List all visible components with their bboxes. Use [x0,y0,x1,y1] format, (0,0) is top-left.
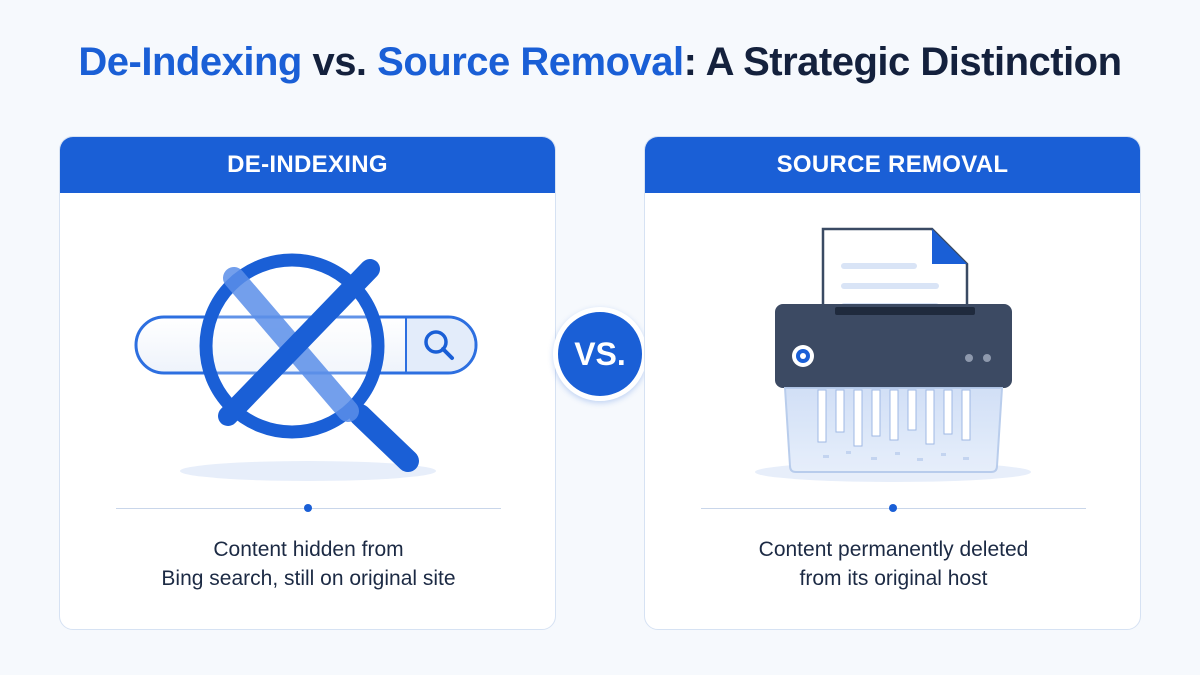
shredded-strips [817,389,971,447]
title-part-source-removal: Source Removal [377,40,684,84]
source-removal-card-header: SOURCE REMOVAL [645,137,1140,193]
power-indicator-icon [792,345,814,367]
deindexing-caption: Content hidden from Bing search, still o… [80,535,537,593]
shredder-body [775,304,1012,388]
source-removal-caption-line1: Content permanently deleted [758,538,1029,561]
source-removal-divider-dot [889,504,897,512]
shredded-bits [823,451,969,461]
small-search-icon [424,330,454,360]
shredder-slot [835,307,975,315]
search-bar-blocked-icon [134,253,478,481]
status-light-2 [983,354,991,362]
source-removal-caption-line2: from its original host [799,567,988,590]
title-part-subtitle: : A Strategic Distinction [683,40,1122,84]
status-light-1 [965,354,973,362]
title-part-deindexing: De-Indexing [78,40,302,84]
deindexing-card-header: DE-INDEXING [60,137,555,193]
shadow-ellipse [180,461,436,481]
source-removal-caption: Content permanently deleted from its ori… [665,535,1122,593]
page-title: De-Indexing vs. Source Removal: A Strate… [0,40,1200,85]
deindexing-divider-dot [304,504,312,512]
deindexing-card: DE-INDEXING Content hidden from [59,136,556,630]
source-removal-card: SOURCE REMOVAL [644,136,1141,630]
vs-badge: VS. [553,307,647,401]
deindexing-caption-line2: Bing search, still on original site [161,567,456,590]
paper-shredder-icon [755,227,1031,482]
large-magnifier-prohibited-icon [199,253,419,472]
title-part-vs: vs. [301,40,378,84]
deindexing-caption-line1: Content hidden from [213,538,404,561]
search-button-bg [406,318,475,372]
